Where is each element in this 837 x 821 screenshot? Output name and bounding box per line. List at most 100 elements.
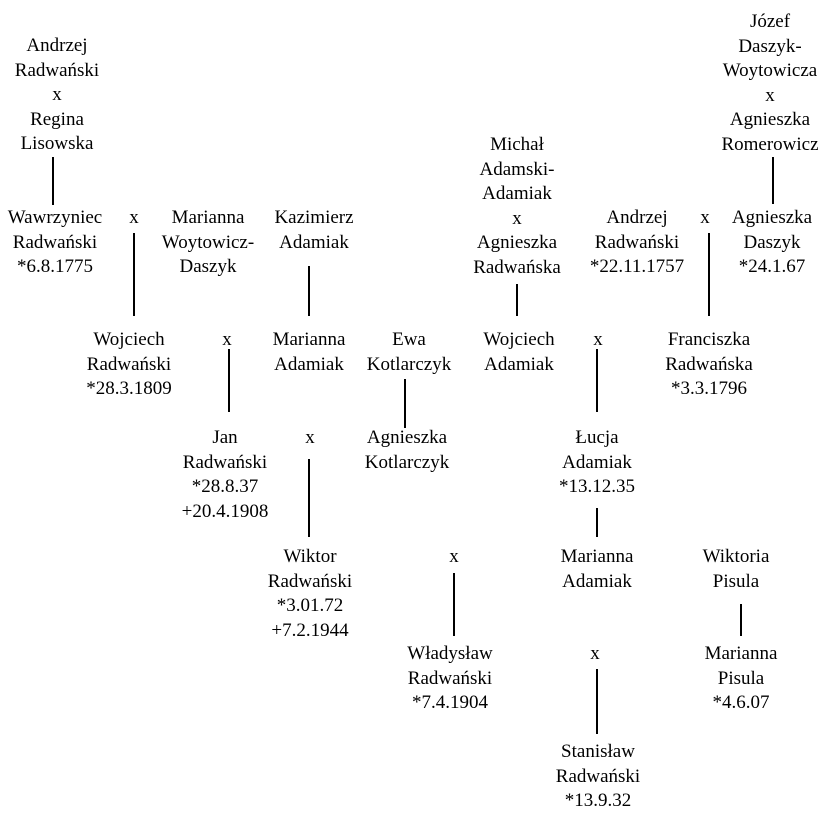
person-name-line: x — [52, 84, 62, 105]
person-name-line: +20.4.1908 — [181, 500, 269, 522]
person-name-line: Radwańska — [665, 353, 753, 375]
person-name-line: Józef — [749, 11, 791, 32]
person-name-line: Wawrzyniec — [7, 207, 103, 228]
person-name-line: Michał — [490, 134, 544, 155]
descent-line — [772, 157, 774, 204]
marriage-mark: x — [222, 329, 232, 350]
person-name-line: Pisula — [717, 667, 765, 689]
person-name-line: Woytowicz- — [161, 231, 255, 253]
person-name-line: Agnieszka — [731, 207, 813, 228]
person-name-line: x — [512, 207, 522, 229]
descent-line — [708, 233, 710, 316]
person-name-line: *3.3.1796 — [671, 378, 747, 399]
person-name-line: Adamski- — [479, 158, 555, 180]
person-name-line: Daszyk- — [738, 35, 802, 57]
person-name-line: *3.01.72 — [276, 595, 344, 616]
descent-line — [404, 379, 406, 428]
descent-line — [308, 266, 310, 316]
descent-line — [596, 349, 598, 412]
descent-line — [52, 157, 54, 205]
person-name-line: Stanisław — [561, 741, 635, 762]
person-name-line: *28.8.37 — [191, 476, 259, 497]
person-name-line: Radwański — [555, 765, 641, 787]
marriage-mark: x — [590, 643, 600, 664]
person-name-line: Andrzej — [606, 207, 668, 228]
person-name-line: Romerowicz — [721, 133, 819, 155]
person-name-line: Lisowska — [20, 133, 94, 154]
person-name-line: *28.3.1809 — [86, 378, 172, 399]
person-name-line: Adamiak — [279, 231, 349, 253]
person-wiktor-radwanski: Wiktor Radwański *3.01.72 +7.2.1944 — [268, 545, 352, 643]
person-name-line: Daszyk — [179, 256, 237, 277]
person-name-line: Adamiak — [482, 183, 552, 204]
person-name-line: *6.8.1775 — [16, 256, 93, 277]
person-name-line: Marianna — [171, 207, 245, 228]
person-name-line: Agnieszka — [729, 109, 811, 130]
person-name-line: Radwański — [182, 451, 268, 473]
person-name-line: Władysław — [407, 643, 493, 664]
person-name-line: Franciszka — [667, 329, 751, 350]
person-name-line: Łucja — [575, 427, 619, 448]
marriage-mark: x — [305, 427, 315, 448]
person-name-line: Kotlarczyk — [366, 353, 452, 375]
person-name-line: *7.4.1904 — [411, 692, 488, 713]
person-name-line: Wiktor — [283, 546, 337, 567]
person-name-line: Radwański — [407, 667, 493, 689]
person-name-line: Kotlarczyk — [364, 451, 450, 473]
person-name-line: Agnieszka — [366, 427, 448, 448]
descent-line — [308, 459, 310, 537]
person-name-line: Wiktoria — [702, 546, 770, 567]
marriage-mark: x — [449, 546, 459, 567]
person-name-line: *13.12.35 — [559, 476, 635, 497]
descent-line — [596, 669, 598, 734]
descent-line — [596, 508, 598, 537]
person-name-line: Radwański — [14, 59, 100, 81]
person-name-line: Jan — [212, 427, 238, 448]
person-name-line: *22.11.1757 — [589, 256, 685, 277]
person-name-line: Agnieszka — [476, 232, 558, 253]
marriage-mark: x — [700, 207, 710, 228]
marriage-mark: x — [593, 329, 603, 350]
person-name-line: Andrzej — [26, 35, 88, 56]
person-name-line: Radwański — [594, 231, 680, 253]
person-name-line: *24.1.67 — [738, 256, 806, 277]
person-name-line: Marianna — [272, 329, 346, 350]
person-name-line: Kazimierz — [274, 207, 354, 228]
person-name-line: Radwański — [12, 231, 98, 253]
descent-line — [516, 284, 518, 316]
person-name-line: Radwański — [86, 353, 172, 375]
descent-line — [453, 573, 455, 636]
person-name-line: Wojciech — [93, 329, 165, 350]
person-name-line: *4.6.07 — [712, 692, 770, 713]
person-name-line: Marianna — [704, 643, 778, 664]
person-name-line: Regina — [30, 108, 84, 130]
descent-line — [740, 604, 742, 636]
person-name-line: +7.2.1944 — [271, 619, 349, 641]
person-name-line: Radwański — [267, 570, 353, 592]
person-name-line: Pisula — [712, 570, 760, 592]
person-name-line: Adamiak — [484, 353, 554, 375]
person-name-line: Woytowicza — [722, 60, 818, 81]
marriage-mark: x — [129, 207, 139, 228]
